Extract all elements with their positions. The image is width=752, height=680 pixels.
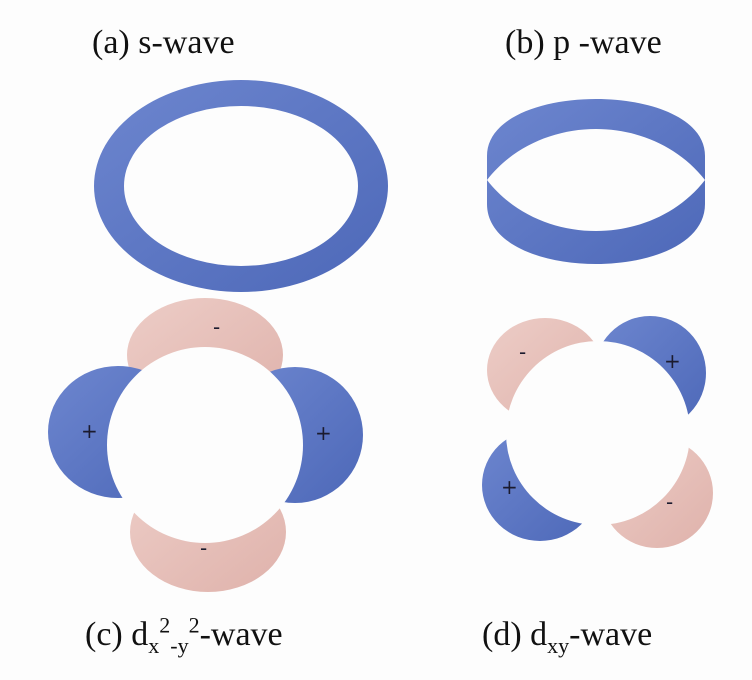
sign-d-topleft: - — [519, 340, 526, 364]
caption-c-sup1: 2 — [159, 612, 171, 638]
caption-c-suffix: -wave — [199, 616, 283, 653]
caption-c-sup2: 2 — [188, 612, 200, 638]
sign-d-bottomleft: + — [501, 475, 518, 499]
caption-c-sub2: -y — [170, 632, 189, 658]
sign-c-bottom: - — [200, 536, 207, 560]
center-hole — [107, 347, 303, 543]
dxy-wave-lobes — [482, 316, 713, 548]
caption-d-suffix: -wave — [569, 616, 653, 653]
caption-dxy-wave: (d) dxy-wave — [482, 616, 653, 657]
sign-d-bottomright: - — [666, 490, 673, 514]
caption-c-prefix: (c) — [85, 616, 123, 653]
sign-c-left: + — [81, 419, 98, 443]
sign-d-topright: + — [664, 349, 681, 373]
caption-a-prefix: (a) — [92, 24, 130, 61]
sign-c-top: - — [213, 315, 220, 339]
caption-d-prefix: (d) — [482, 616, 522, 653]
caption-s-wave: (a) s-wave — [92, 26, 235, 60]
p-wave-ring — [487, 99, 705, 264]
caption-c-sub1: x — [148, 632, 160, 658]
caption-b-text: p -wave — [553, 24, 662, 61]
sign-c-right: + — [315, 421, 332, 445]
caption-p-wave: (b) p -wave — [505, 26, 662, 60]
caption-a-text: s-wave — [138, 24, 235, 61]
caption-c-main: d — [131, 616, 149, 653]
caption-b-prefix: (b) — [505, 24, 545, 61]
s-wave-ring — [94, 80, 388, 292]
caption-d-main: d — [530, 616, 548, 653]
caption-d-sub: xy — [547, 632, 570, 658]
center-hole — [506, 341, 690, 525]
caption-dx2y2-wave: (c) dx2-y2-wave — [85, 614, 283, 656]
dx2y2-wave-lobes — [48, 298, 363, 592]
